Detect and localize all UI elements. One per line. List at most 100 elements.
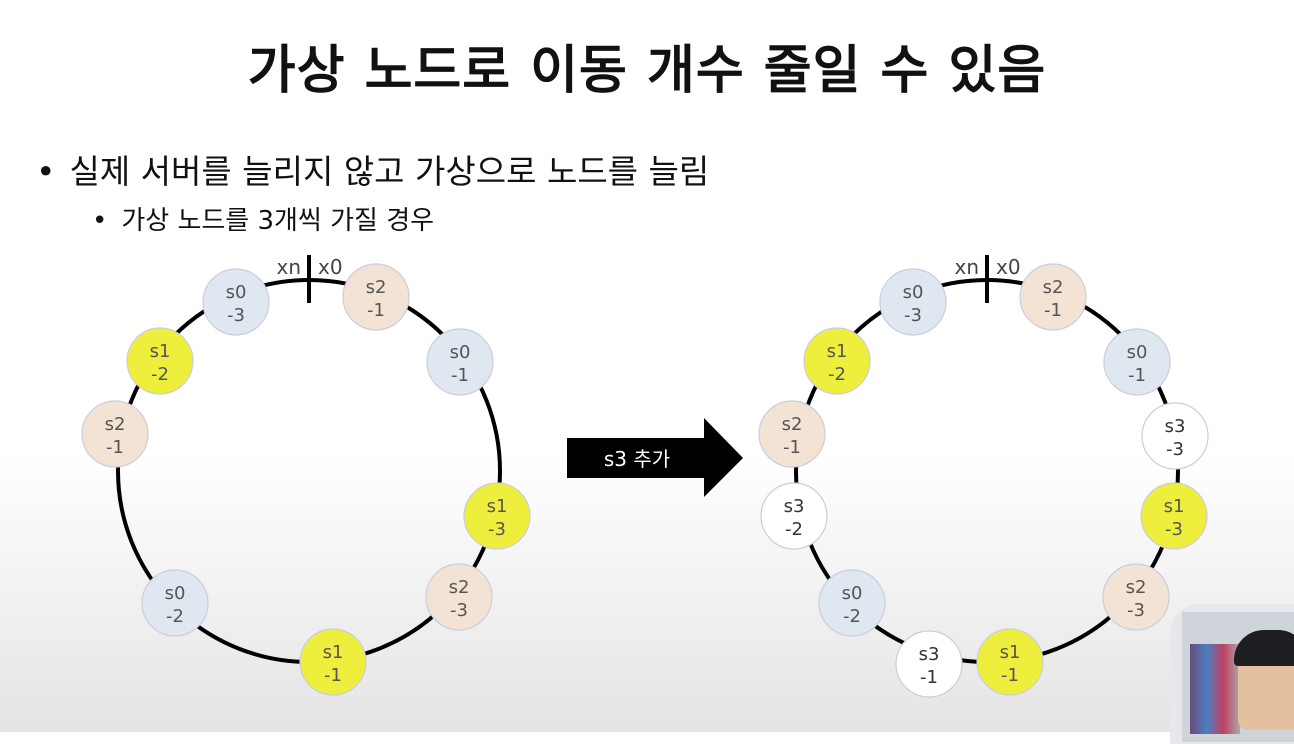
bullet-text: 실제 서버를 늘리지 않고 가상으로 노드를 늘림 [69,152,710,191]
virtual-node-s2-1: s2-1 [1019,263,1087,331]
virtual-node-s1-2: s1-2 [803,327,871,395]
node-server-label: s1 [1164,496,1185,517]
node-circle [1141,402,1209,470]
node-circle [1019,263,1087,331]
bullet-level1: • 실제 서버를 늘리지 않고 가상으로 노드를 늘림 [36,145,709,193]
virtual-node-s0-3: s0-3 [879,268,947,336]
node-circle [299,628,367,696]
node-server-label: s0 [165,583,186,604]
virtual-node-s2-1: s2-1 [758,400,826,468]
node-circle [1102,563,1170,631]
node-circle [425,563,493,631]
virtual-node-s1-3: s1-3 [463,482,531,550]
slide-title: 가상 노드로 이동 개수 줄일 수 있음 [247,41,1047,101]
node-replica-label: -3 [227,305,245,326]
node-replica-label: -1 [367,300,385,321]
bullet-dot: • [36,152,56,191]
node-replica-label: -1 [451,365,469,386]
node-circle [818,569,886,637]
marker-x0: x0 [996,255,1021,279]
node-replica-label: -1 [1001,665,1019,686]
node-server-label: s1 [323,642,344,663]
node-server-label: s2 [449,577,470,598]
node-server-label: s2 [366,277,387,298]
node-replica-label: -1 [920,667,938,688]
webcam-overlay [1170,604,1294,744]
node-circle [1103,328,1171,396]
node-circle [126,327,194,395]
node-server-label: s1 [487,496,508,517]
virtual-node-s2-3: s2-3 [425,563,493,631]
node-server-label: s1 [827,341,848,362]
node-circle [760,482,828,550]
node-server-label: s0 [1127,342,1148,363]
node-replica-label: -3 [1165,519,1183,540]
virtual-node-s3-1: s3-1 [895,630,963,698]
virtual-node-s2-1: s2-1 [81,400,149,468]
node-server-label: s2 [782,414,803,435]
node-circle [976,628,1044,696]
node-replica-label: -2 [828,364,846,385]
node-replica-label: -2 [843,606,861,627]
node-replica-label: -3 [1166,439,1184,460]
node-replica-label: -1 [1128,365,1146,386]
node-circle [81,400,149,468]
node-server-label: s1 [150,341,171,362]
virtual-node-s1-1: s1-1 [299,628,367,696]
virtual-node-s2-3: s2-3 [1102,563,1170,631]
virtual-node-s0-1: s0-1 [1103,328,1171,396]
node-replica-label: -1 [106,437,124,458]
node-circle [758,400,826,468]
marker-xn: xn [954,255,979,279]
node-server-label: s3 [784,496,805,517]
marker-xn: xn [276,255,301,279]
node-server-label: s2 [1126,577,1147,598]
virtual-node-s2-1: s2-1 [342,263,410,331]
node-server-label: s2 [1043,277,1064,298]
virtual-node-s0-3: s0-3 [202,268,270,336]
node-replica-label: -2 [151,364,169,385]
bullet-dot: • [92,206,108,236]
node-circle [1140,482,1208,550]
node-replica-label: -3 [450,600,468,621]
arrow-label: s3 추가 [603,447,671,471]
node-replica-label: -2 [166,606,184,627]
node-replica-label: -1 [1044,300,1062,321]
node-circle [879,268,947,336]
node-server-label: s0 [226,282,247,303]
node-circle [202,268,270,336]
node-circle [141,569,209,637]
node-server-label: s0 [450,342,471,363]
marker-x0: x0 [318,255,343,279]
node-replica-label: -3 [488,519,506,540]
virtual-node-s3-3: s3-3 [1141,402,1209,470]
virtual-node-s0-1: s0-1 [426,328,494,396]
node-replica-label: -1 [783,437,801,458]
node-server-label: s0 [842,583,863,604]
node-circle [342,263,410,331]
virtual-node-s0-2: s0-2 [141,569,209,637]
node-replica-label: -2 [785,519,803,540]
node-circle [463,482,531,550]
node-server-label: s1 [1000,642,1021,663]
virtual-node-s1-1: s1-1 [976,628,1044,696]
node-replica-label: -3 [1127,600,1145,621]
node-server-label: s0 [903,282,924,303]
node-server-label: s3 [919,644,940,665]
node-replica-label: -3 [904,305,922,326]
node-server-label: s3 [1165,416,1186,437]
bullet-text: 가상 노드를 3개씩 가질 경우 [121,206,435,236]
node-circle [895,630,963,698]
virtual-node-s3-2: s3-2 [760,482,828,550]
node-circle [803,327,871,395]
virtual-node-s1-2: s1-2 [126,327,194,395]
bullet-level2: • 가상 노드를 3개씩 가질 경우 [92,200,434,237]
node-replica-label: -1 [324,665,342,686]
arrow-shape [567,418,743,497]
virtual-node-s1-3: s1-3 [1140,482,1208,550]
node-server-label: s2 [105,414,126,435]
node-circle [426,328,494,396]
